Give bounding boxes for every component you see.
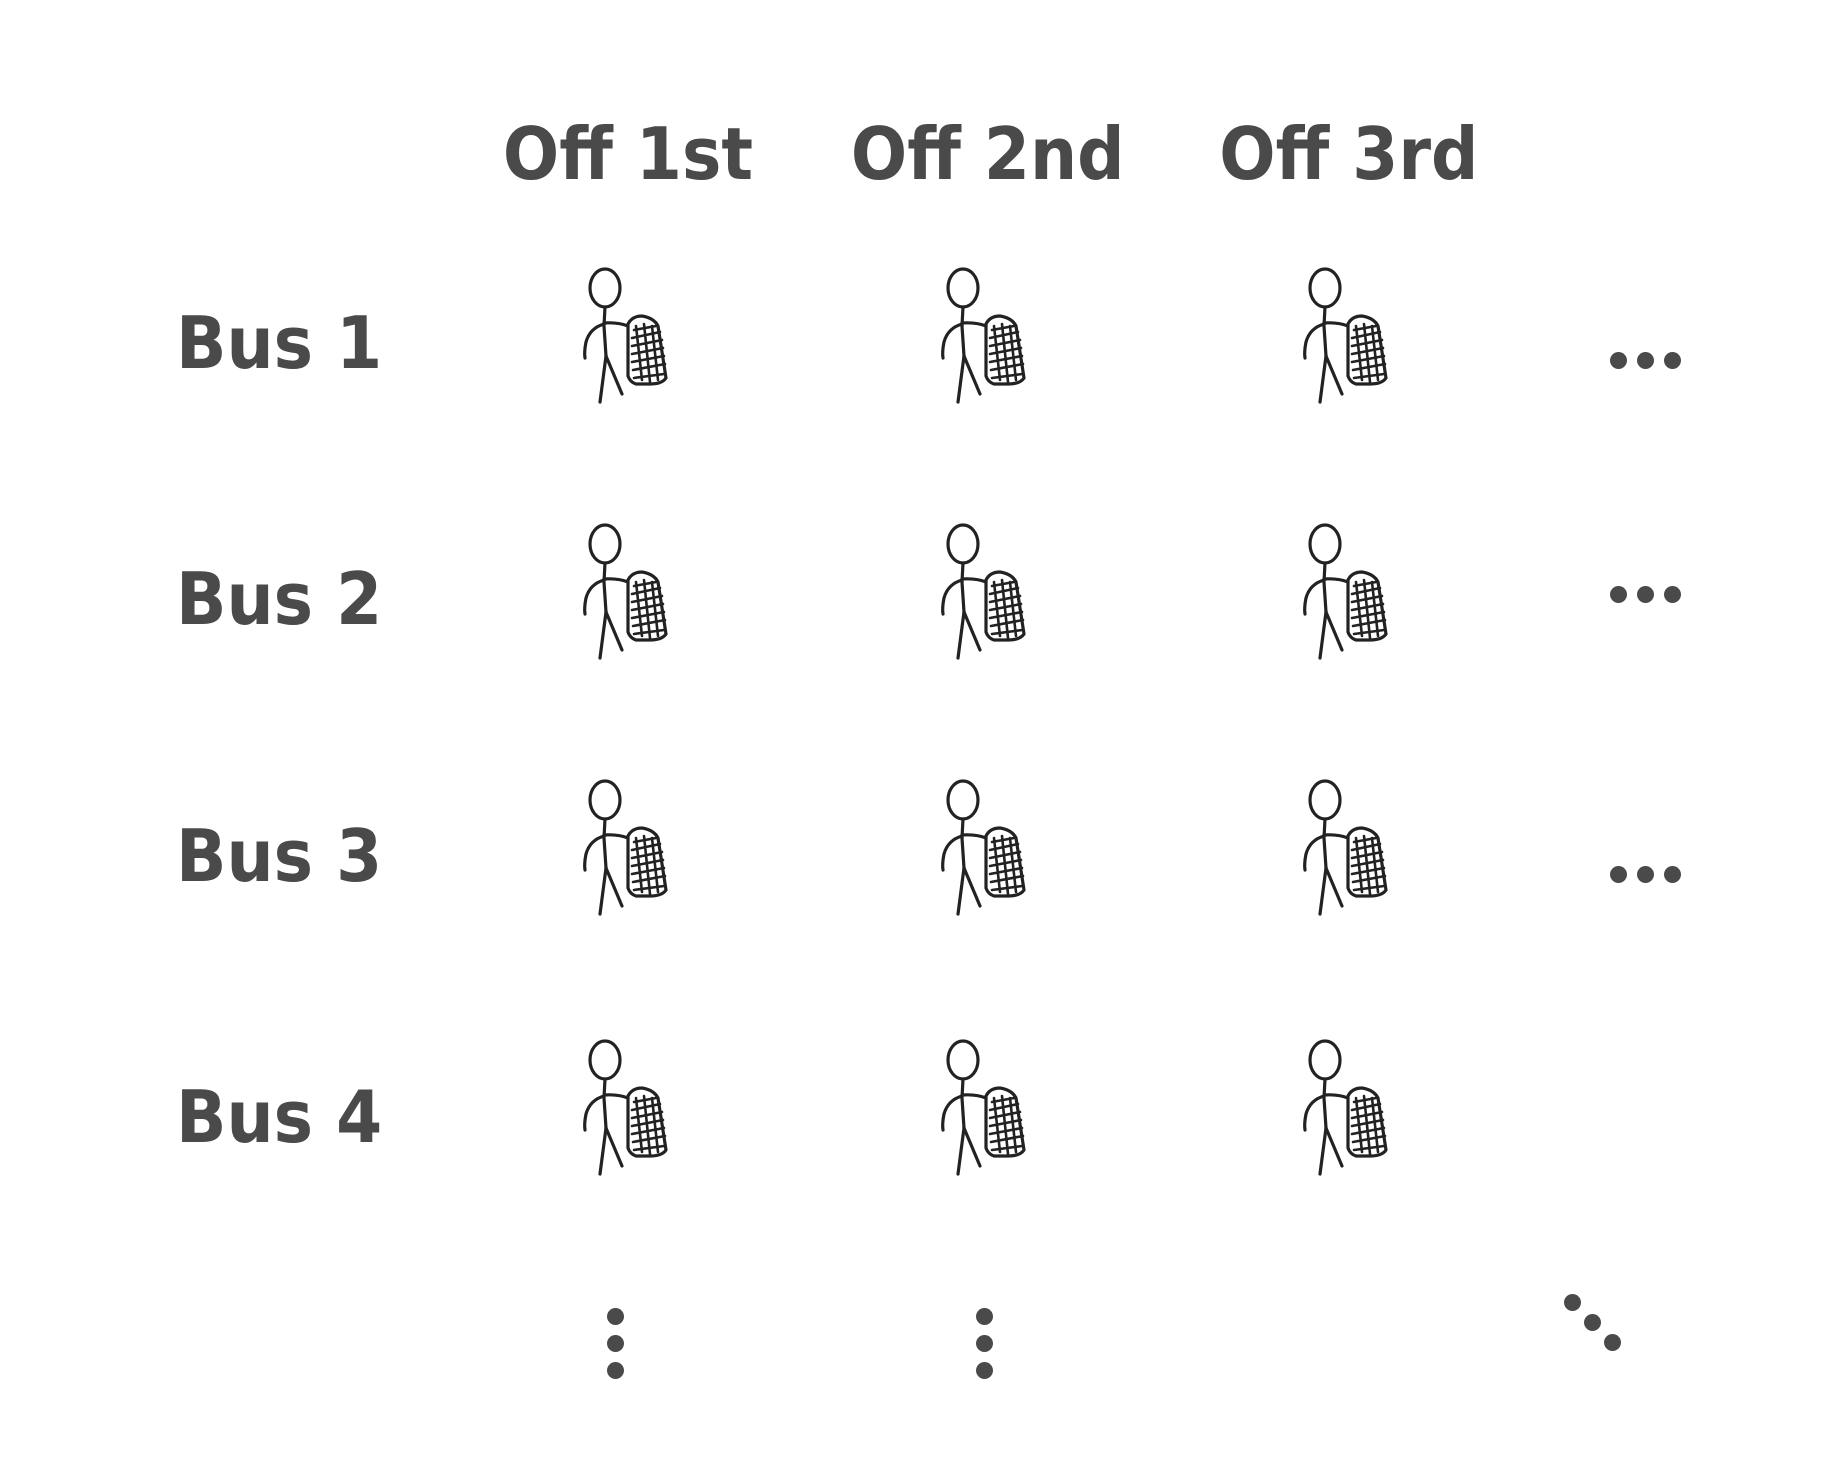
dot [976, 1362, 993, 1379]
stick-figure-with-backpack-icon [928, 522, 1038, 662]
dot [1637, 586, 1654, 603]
dot [1610, 586, 1627, 603]
dot [1664, 866, 1681, 883]
dot [976, 1308, 993, 1325]
diagonal-ellipsis-icon [1564, 1294, 1634, 1364]
stick-figure-with-backpack-icon [1290, 1038, 1400, 1178]
dot [1610, 866, 1627, 883]
row-header-bus-3: Bus 3 [176, 814, 383, 898]
stick-figure-with-backpack-icon [570, 1038, 680, 1178]
row-header-bus-1: Bus 1 [176, 301, 383, 385]
row-header-bus-4: Bus 4 [176, 1075, 383, 1159]
column-header-off-1st: Off 1st [502, 112, 753, 196]
column-2-more-vertical-ellipsis [976, 1308, 993, 1379]
column-header-off-3rd: Off 3rd [1219, 112, 1479, 196]
stick-figure-with-backpack-icon [928, 266, 1038, 406]
dot [1664, 586, 1681, 603]
column-1-more-vertical-ellipsis [607, 1308, 624, 1379]
dot [1584, 1314, 1601, 1331]
dot [976, 1335, 993, 1352]
dot [1604, 1334, 1621, 1351]
dot [1610, 352, 1627, 369]
dot [1564, 1294, 1581, 1311]
dot [1637, 866, 1654, 883]
dot [607, 1362, 624, 1379]
stick-figure-with-backpack-icon [570, 778, 680, 918]
column-header-off-2nd: Off 2nd [851, 112, 1125, 196]
row-header-bus-2: Bus 2 [176, 557, 383, 641]
stick-figure-with-backpack-icon [1290, 522, 1400, 662]
row-1-more-ellipsis [1610, 352, 1681, 369]
dot [607, 1335, 624, 1352]
dot [607, 1308, 624, 1325]
stick-figure-with-backpack-icon [928, 778, 1038, 918]
dot [1664, 352, 1681, 369]
row-3-more-ellipsis [1610, 866, 1681, 883]
stick-figure-with-backpack-icon [570, 266, 680, 406]
stick-figure-with-backpack-icon [928, 1038, 1038, 1178]
row-2-more-ellipsis [1610, 586, 1681, 603]
dot [1637, 352, 1654, 369]
stick-figure-with-backpack-icon [570, 522, 680, 662]
stick-figure-with-backpack-icon [1290, 266, 1400, 406]
stick-figure-with-backpack-icon [1290, 778, 1400, 918]
